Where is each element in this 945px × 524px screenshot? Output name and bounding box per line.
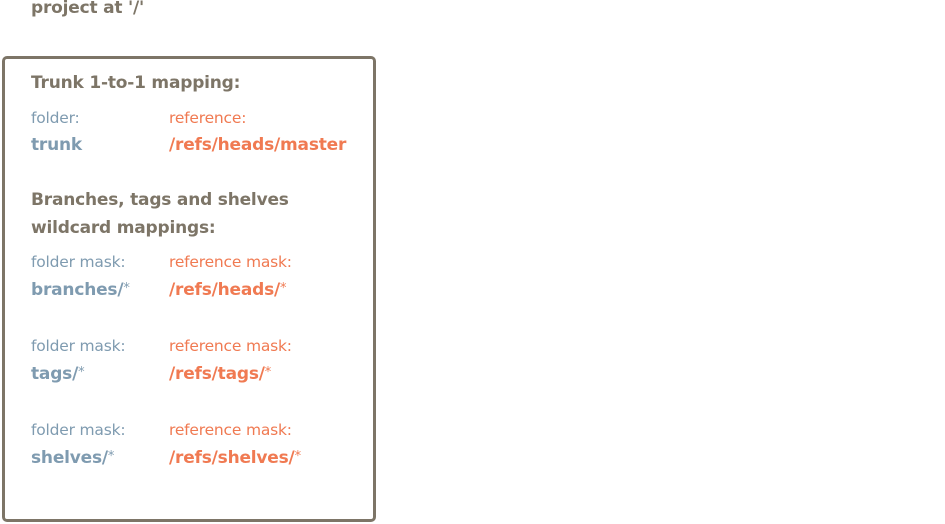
mapping-box: Trunk 1-to-1 mapping: folder: reference:… bbox=[2, 56, 376, 522]
tags-reference-value: /refs/tags/* bbox=[169, 364, 272, 384]
tags-reference-label: reference mask: bbox=[169, 337, 292, 355]
trunk-reference-value: /refs/heads/master bbox=[169, 135, 347, 155]
wildcard-star: * bbox=[280, 281, 287, 296]
wildcard-star: * bbox=[264, 365, 272, 380]
branches-reference-label: reference mask: bbox=[169, 253, 292, 271]
wildcard-star: * bbox=[123, 281, 130, 296]
shelves-reference-label: reference mask: bbox=[169, 421, 292, 439]
wildcard-heading-line2: wildcard mappings: bbox=[31, 218, 216, 238]
branches-folder-value: branches/* bbox=[31, 280, 130, 300]
trunk-mapping-heading: Trunk 1-to-1 mapping: bbox=[31, 73, 241, 93]
branches-folder-label: folder mask: bbox=[31, 253, 126, 271]
shelves-folder-label: folder mask: bbox=[31, 421, 126, 439]
trunk-folder-label: folder: bbox=[31, 109, 80, 127]
tags-folder-label: folder mask: bbox=[31, 337, 126, 355]
wildcard-heading-line1: Branches, tags and shelves bbox=[31, 190, 289, 210]
trunk-folder-value: trunk bbox=[31, 135, 83, 155]
shelves-folder-value: shelves/* bbox=[31, 448, 115, 468]
project-root-caption: project at '/' bbox=[31, 0, 145, 18]
trunk-reference-label: reference: bbox=[169, 109, 247, 127]
tags-folder-value: tags/* bbox=[31, 364, 85, 384]
wildcard-star: * bbox=[107, 449, 115, 464]
branches-reference-value: /refs/heads/* bbox=[169, 280, 287, 300]
wildcard-star: * bbox=[78, 365, 85, 380]
wildcard-star: * bbox=[294, 449, 302, 464]
shelves-reference-value: /refs/shelves/* bbox=[169, 448, 302, 468]
